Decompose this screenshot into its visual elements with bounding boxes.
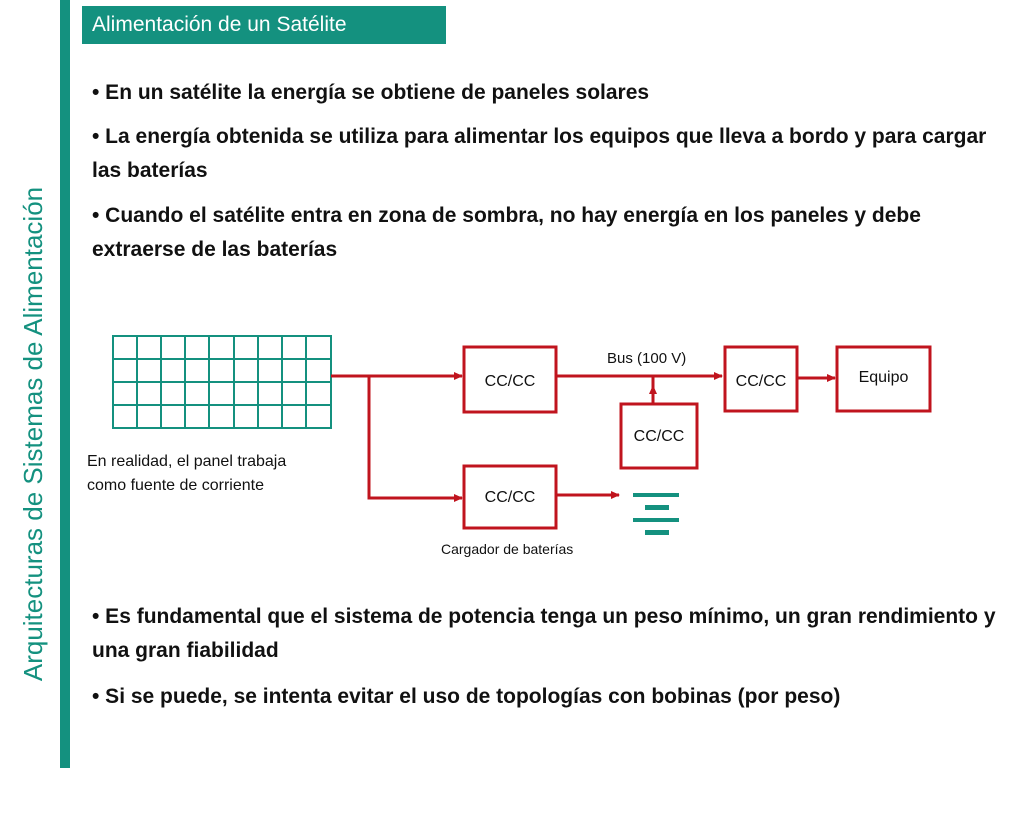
load-box bbox=[835, 345, 932, 413]
bullet-2: • La energía obtenida se utiliza para al… bbox=[92, 125, 987, 182]
converter-box-bottom bbox=[462, 464, 558, 530]
converter-label-right: CC/CC bbox=[735, 373, 787, 390]
load-label: Equipo bbox=[858, 369, 909, 386]
converter-label-middle: CC/CC bbox=[633, 428, 685, 445]
converter-label-bottom: CC/CC bbox=[484, 489, 536, 506]
panel-note-line-1: En realidad, el panel trabaja bbox=[87, 453, 287, 470]
converter-box-middle bbox=[619, 402, 699, 470]
slide-title: Alimentación de un Satélite bbox=[82, 6, 446, 44]
bullet-1: • En un satélite la energía se obtiene d… bbox=[92, 81, 650, 104]
bullet-3: • Cuando el satélite entra en zona de so… bbox=[92, 204, 921, 261]
bullet-5: • Si se puede, se intenta evitar el uso … bbox=[92, 685, 841, 708]
charger-label: Cargador de baterías bbox=[441, 541, 574, 557]
converter-label-top: CC/CC bbox=[484, 373, 536, 390]
side-accent-bar bbox=[60, 0, 70, 768]
converter-box-right bbox=[723, 345, 799, 413]
panel-note-line-2: como fuente de corriente bbox=[87, 477, 264, 494]
power-system-diagram bbox=[112, 335, 932, 535]
bullet-4: • Es fundamental que el sistema de poten… bbox=[92, 605, 996, 662]
converter-box-top bbox=[462, 345, 558, 414]
solar-panel bbox=[112, 335, 332, 429]
bus-label: Bus (100 V) bbox=[607, 350, 687, 367]
battery-icon bbox=[633, 493, 679, 535]
wires bbox=[331, 372, 836, 502]
